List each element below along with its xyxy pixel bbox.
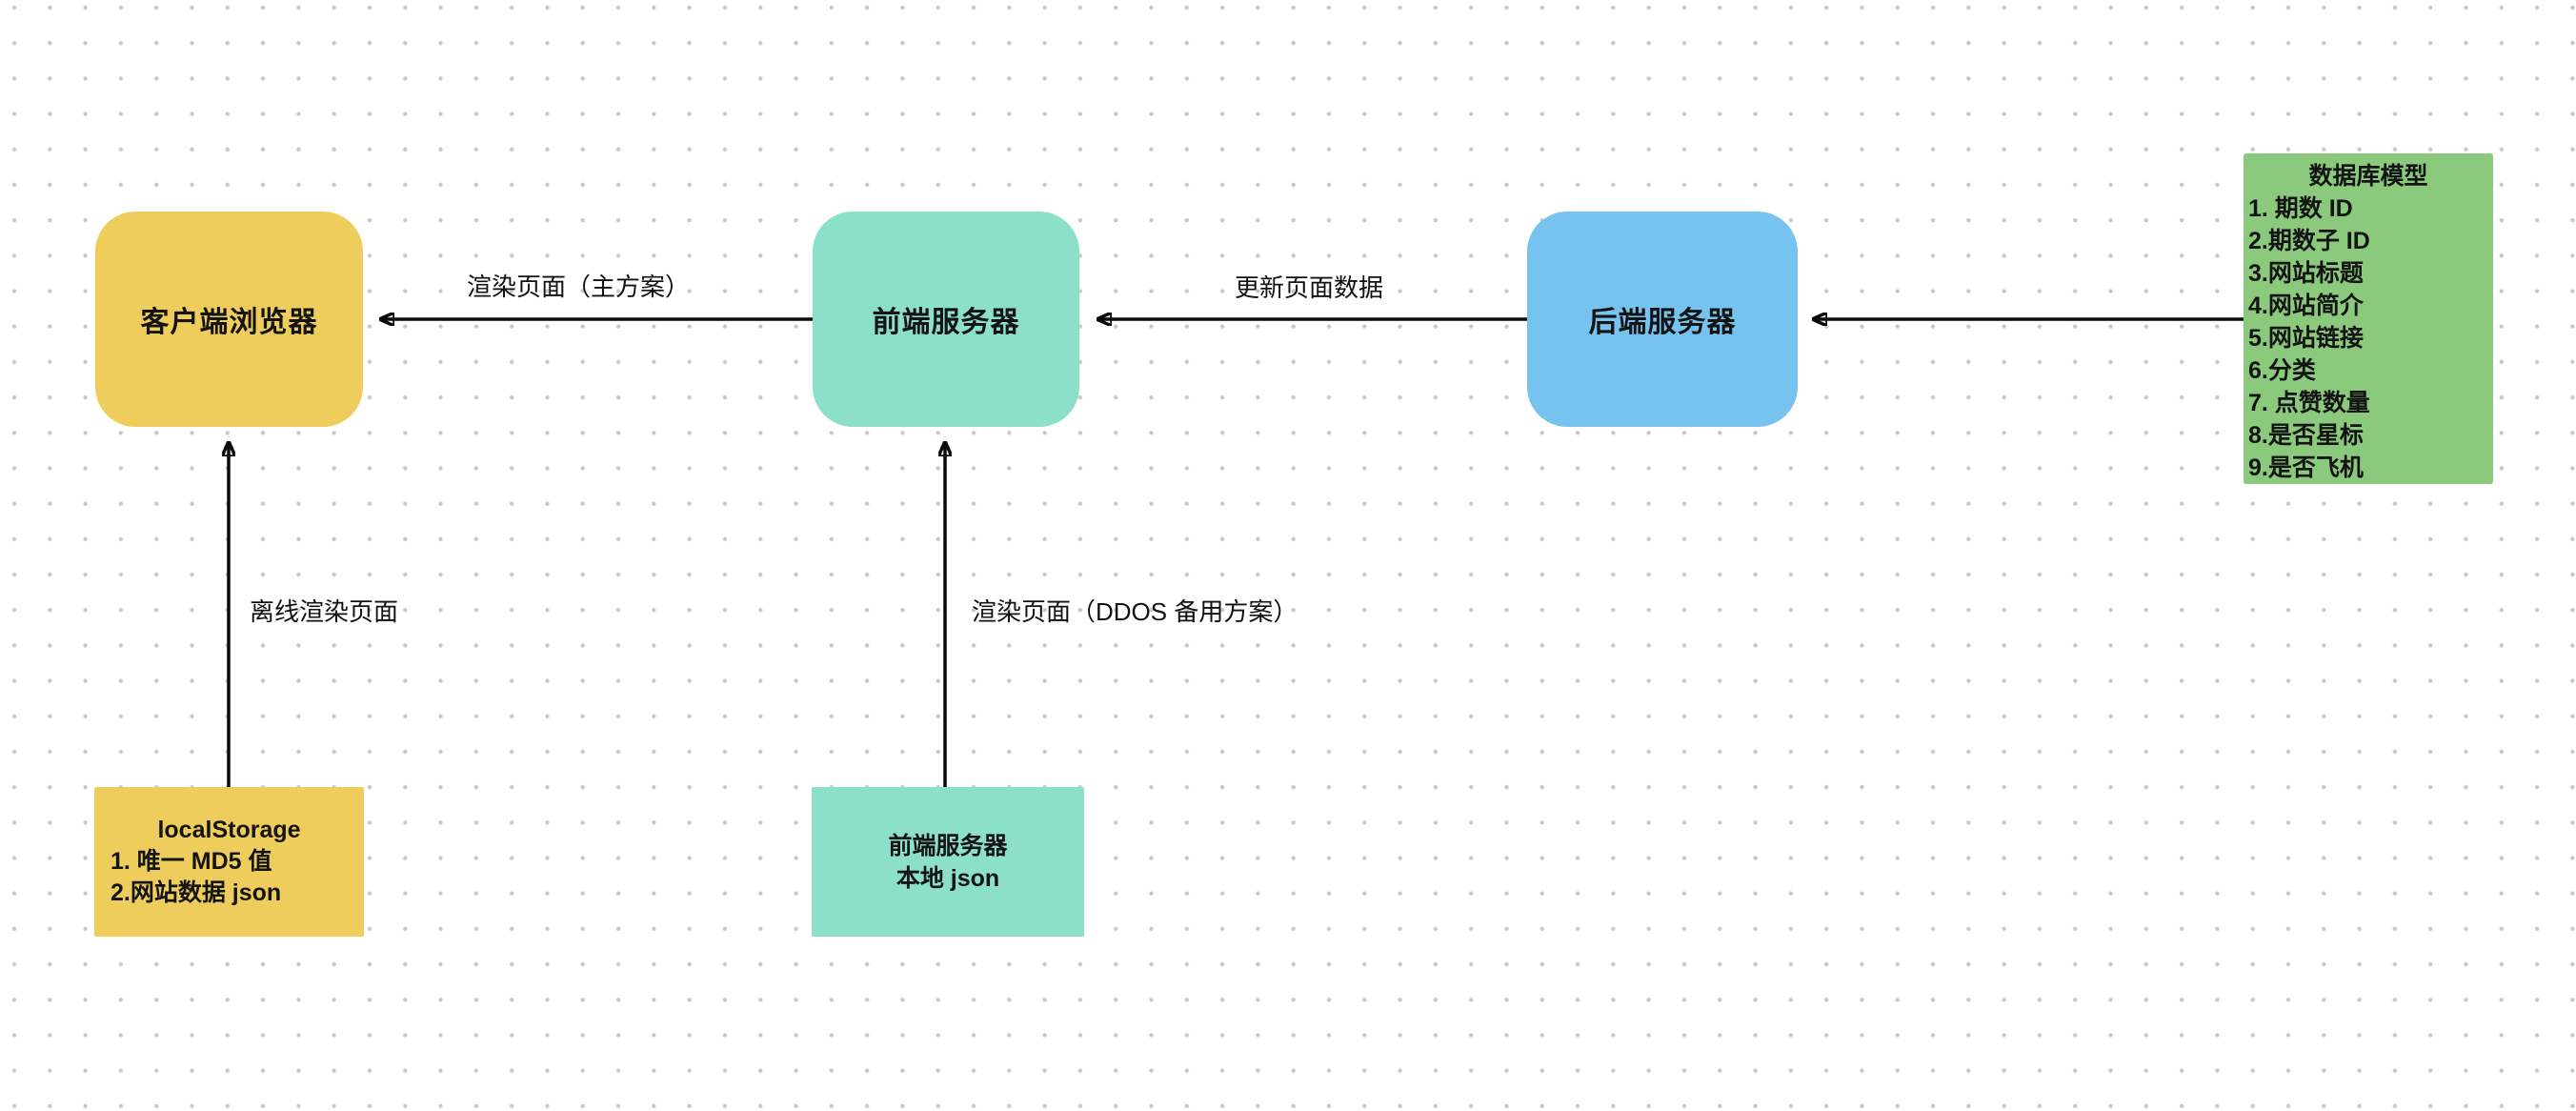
node-client-browser[interactable]: 客户端浏览器 [95,212,363,427]
node-database-model[interactable]: 数据库模型 1. 期数 ID 2.期数子 ID 3.网站标题 4.网站简介 5.… [2244,153,2493,484]
database-model-item: 5.网站链接 [2248,325,2364,352]
node-frontend-local-json[interactable]: 前端服务器 本地 json [812,787,1084,937]
edge-label-render-ddos-backup[interactable]: 渲染页面（DDOS 备用方案） [972,597,1298,626]
edge-label-render-main[interactable]: 渲染页面（主方案） [467,273,691,301]
frontend-local-json-line1: 前端服务器 [888,832,1008,859]
node-client-browser-label: 客户端浏览器 [140,307,318,338]
database-model-item: 3.网站标题 [2248,260,2364,287]
node-frontend-server[interactable]: 前端服务器 [813,212,1079,427]
edge-label-offline-render[interactable]: 离线渲染页面 [250,597,399,626]
localstorage-item: 2.网站数据 json [111,879,282,906]
frontend-local-json-line2: 本地 json [896,864,1000,892]
node-localstorage[interactable]: localStorage 1. 唯一 MD5 值 2.网站数据 json [94,787,364,937]
database-model-item: 6.分类 [2248,357,2316,384]
database-model-title: 数据库模型 [2308,163,2428,190]
node-backend-server-label: 后端服务器 [1588,307,1737,338]
database-model-item: 9.是否飞机 [2248,454,2364,481]
edge-label-update-page-data[interactable]: 更新页面数据 [1235,273,1384,302]
database-model-item: 4.网站简介 [2248,293,2364,319]
localstorage-item: 1. 唯一 MD5 值 [111,848,272,875]
database-model-item: 2.期数子 ID [2248,228,2370,254]
database-model-item: 8.是否星标 [2248,422,2364,449]
database-model-item: 7. 点赞数量 [2248,390,2370,416]
localstorage-title: localStorage [157,817,301,843]
node-frontend-server-label: 前端服务器 [872,307,1020,338]
node-backend-server[interactable]: 后端服务器 [1527,212,1798,427]
database-model-item: 1. 期数 ID [2248,195,2353,222]
